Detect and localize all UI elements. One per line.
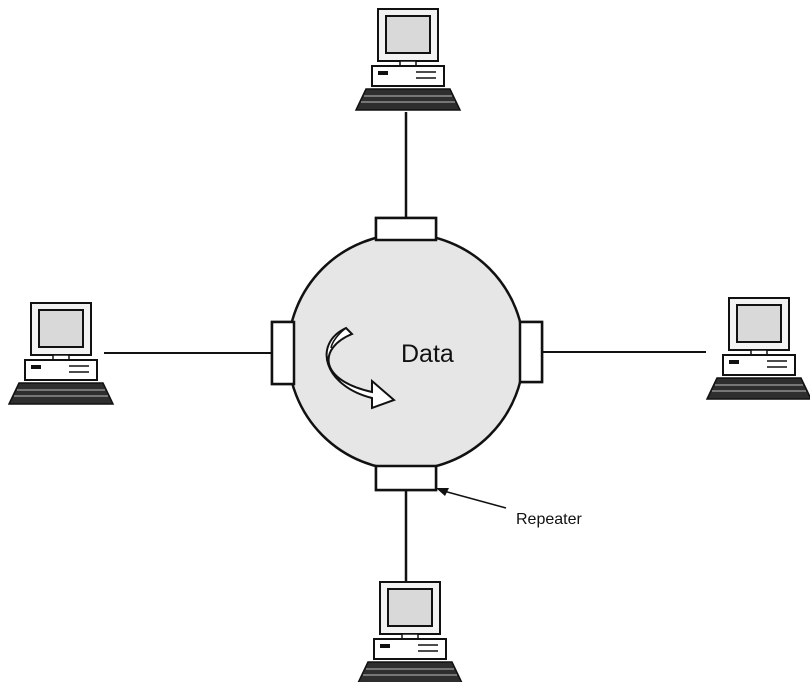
computer-bottom-icon: [357, 581, 463, 682]
repeater-callout-line: [439, 489, 507, 509]
repeater-label: Repeater: [516, 511, 582, 528]
curved-arrow-icon: [325, 326, 396, 410]
repeater-callout-arrowhead: [436, 488, 449, 496]
ring-label: Data: [401, 340, 454, 368]
computer-left-icon: [8, 302, 114, 405]
computer-right-icon: [706, 297, 810, 400]
computer-top-icon: [355, 8, 461, 111]
